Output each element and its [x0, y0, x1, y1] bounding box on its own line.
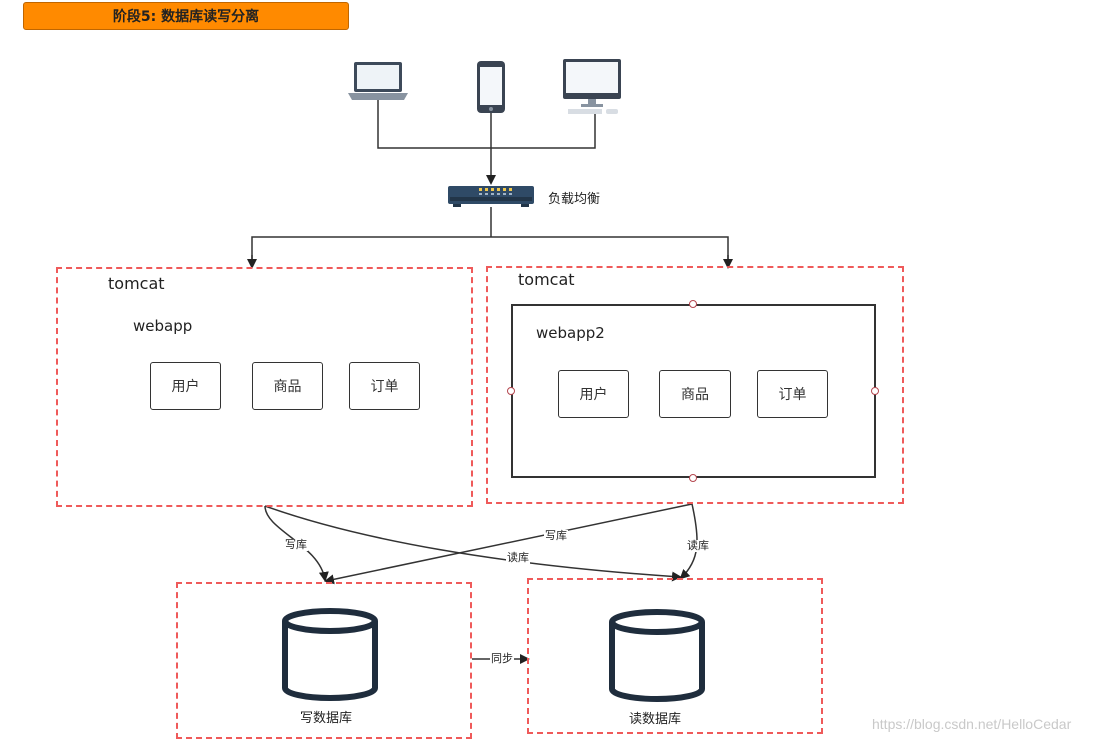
- load-balancer-label: 负载均衡: [548, 192, 601, 207]
- left-module-product: 商品: [252, 362, 323, 410]
- read-db-box: [527, 578, 823, 734]
- right-read-label: 读库: [686, 539, 710, 552]
- read-db-label: 读数据库: [629, 712, 682, 727]
- right-module-order: 订单: [757, 370, 828, 418]
- left-write-arrow: [264, 505, 329, 582]
- right-write-label: 写库: [544, 529, 568, 542]
- left-webapp-label: webapp: [133, 317, 193, 335]
- left-read-label: 读库: [506, 551, 530, 564]
- right-write-arrow: [324, 503, 693, 585]
- phone-icon: [477, 61, 505, 113]
- watermark: https://blog.csdn.net/HelloCedar: [872, 716, 1072, 732]
- lb-split-line: [251, 236, 729, 266]
- device-link-line: [377, 100, 596, 149]
- read-database-icon: [609, 609, 705, 702]
- right-module-product: 商品: [659, 370, 731, 418]
- left-read-arrow: [264, 505, 682, 582]
- page-title: 阶段5: 数据库读写分离: [23, 2, 349, 30]
- left-tomcat-label: tomcat: [108, 274, 165, 293]
- switch-icon: [448, 186, 534, 207]
- sync-label: 同步: [490, 652, 514, 665]
- write-db-box: [176, 582, 472, 739]
- left-module-user: 用户: [150, 362, 221, 410]
- laptop-icon: [348, 62, 408, 100]
- write-db-label: 写数据库: [300, 711, 353, 726]
- write-database-icon: [282, 608, 378, 701]
- left-tomcat-box: [56, 267, 473, 507]
- right-webapp-label: webapp2: [536, 324, 605, 342]
- desktop-icon: [563, 59, 621, 114]
- right-tomcat-box: [486, 266, 904, 504]
- left-module-order: 订单: [349, 362, 420, 410]
- right-module-user: 用户: [558, 370, 629, 418]
- left-write-label: 写库: [284, 538, 308, 551]
- right-tomcat-label: tomcat: [518, 270, 575, 289]
